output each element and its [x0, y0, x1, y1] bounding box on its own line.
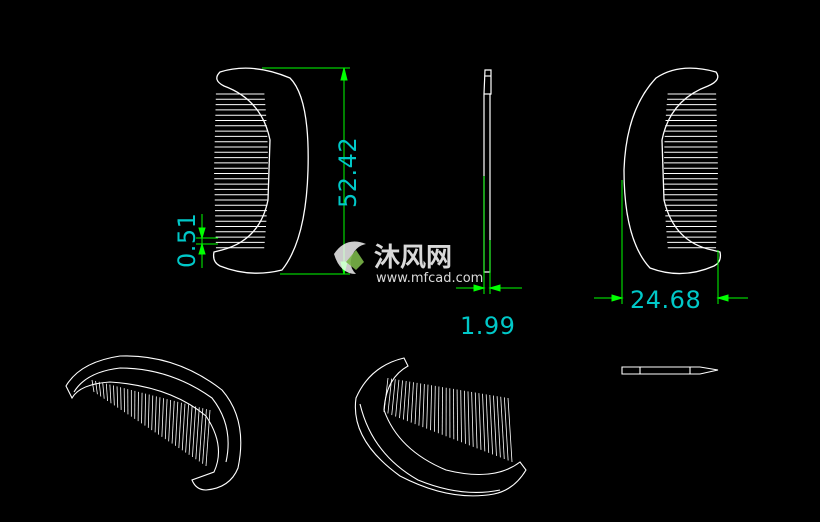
- tooth-gap-dimension: [196, 214, 218, 268]
- iso1-tooth: [109, 384, 112, 404]
- iso2-tooth: [422, 384, 425, 428]
- iso1-tooth: [147, 394, 150, 428]
- iso1-tooth: [164, 399, 168, 440]
- iso1-tooth: [144, 393, 147, 426]
- iso1-tooth: [205, 409, 211, 467]
- comb-back-view: [623, 67, 722, 275]
- comb-side-view: [483, 69, 492, 273]
- iso1-tooth: [178, 402, 182, 449]
- iso2-tooth: [503, 397, 509, 461]
- height-dimension-label: 52.42: [334, 137, 362, 208]
- tooth-gap-dimension-label: 0.51: [173, 213, 201, 268]
- iso1-tooth: [95, 380, 98, 395]
- thickness-dimension: [456, 176, 522, 294]
- thickness-dimension-label: 1.99: [460, 312, 515, 340]
- iso1-tooth: [154, 396, 157, 433]
- iso2-tooth: [493, 395, 497, 456]
- iso1-tooth: [98, 381, 102, 397]
- iso2-tooth: [456, 389, 459, 441]
- watermark-url: www.mfcad.com: [376, 271, 483, 286]
- width-dimension: [594, 180, 748, 304]
- iso1-tooth: [198, 408, 204, 462]
- iso2-tooth: [399, 380, 403, 419]
- comb-top-view: [621, 366, 719, 375]
- iso2-tooth: [467, 391, 470, 446]
- comb-front-view: [212, 67, 309, 274]
- iso2-tooth: [478, 393, 482, 450]
- iso2-tooth: [482, 393, 486, 452]
- iso2-tooth: [387, 378, 393, 414]
- iso2-tooth: [496, 396, 501, 458]
- iso2-tooth: [410, 382, 414, 423]
- iso1-tooth: [188, 405, 193, 455]
- iso1-tooth: [120, 387, 122, 410]
- iso2-teeth: [383, 377, 513, 463]
- watermark-logo-icon: [334, 241, 366, 274]
- iso1-tooth: [113, 385, 115, 406]
- iso2-tooth: [414, 382, 418, 425]
- width-dimension-label: 24.68: [630, 286, 701, 314]
- iso2-tooth: [471, 391, 474, 447]
- iso2-tooth: [434, 385, 436, 432]
- iso1-tooth: [91, 379, 95, 393]
- iso1-tooth: [105, 383, 108, 401]
- watermark-brand: 沐风网: [374, 243, 452, 273]
- back-teeth: [664, 93, 718, 249]
- iso1-tooth: [181, 403, 186, 451]
- iso1-tooth: [158, 397, 161, 435]
- iso2-tooth: [437, 386, 440, 434]
- iso1-tooth: [171, 400, 175, 444]
- iso2-tooth: [474, 392, 478, 449]
- iso1-tooth: [185, 404, 189, 453]
- iso1-tooth: [168, 399, 172, 442]
- comb-isometric-view-left: [65, 355, 242, 491]
- front-teeth: [214, 93, 268, 249]
- iso1-tooth: [175, 401, 179, 446]
- iso2-tooth: [406, 381, 411, 422]
- iso1-tooth: [141, 392, 143, 424]
- iso2-tooth: [489, 394, 494, 455]
- iso2-tooth: [402, 381, 407, 420]
- iso2-tooth: [507, 397, 513, 463]
- iso1-tooth: [151, 395, 154, 431]
- iso2-tooth: [460, 390, 462, 443]
- iso2-tooth: [430, 385, 433, 431]
- iso1-tooth: [195, 407, 200, 460]
- iso1-tooth: [161, 398, 164, 437]
- iso1-tooth: [102, 382, 105, 399]
- watermark: 沐风网 www.mfcad.com: [334, 241, 483, 286]
- iso2-tooth: [418, 383, 422, 426]
- iso2-tooth: [395, 379, 400, 417]
- iso2-tooth: [485, 394, 490, 453]
- comb-isometric-view-right: [354, 357, 527, 497]
- iso1-tooth: [202, 409, 207, 464]
- iso1-tooth: [192, 406, 197, 458]
- iso1-tooth: [116, 386, 119, 408]
- iso1-teeth: [91, 379, 211, 467]
- iso2-tooth: [391, 379, 396, 416]
- iso2-tooth: [500, 396, 505, 459]
- iso2-tooth: [463, 390, 466, 444]
- iso2-tooth: [383, 377, 389, 413]
- iso2-tooth: [426, 384, 429, 429]
